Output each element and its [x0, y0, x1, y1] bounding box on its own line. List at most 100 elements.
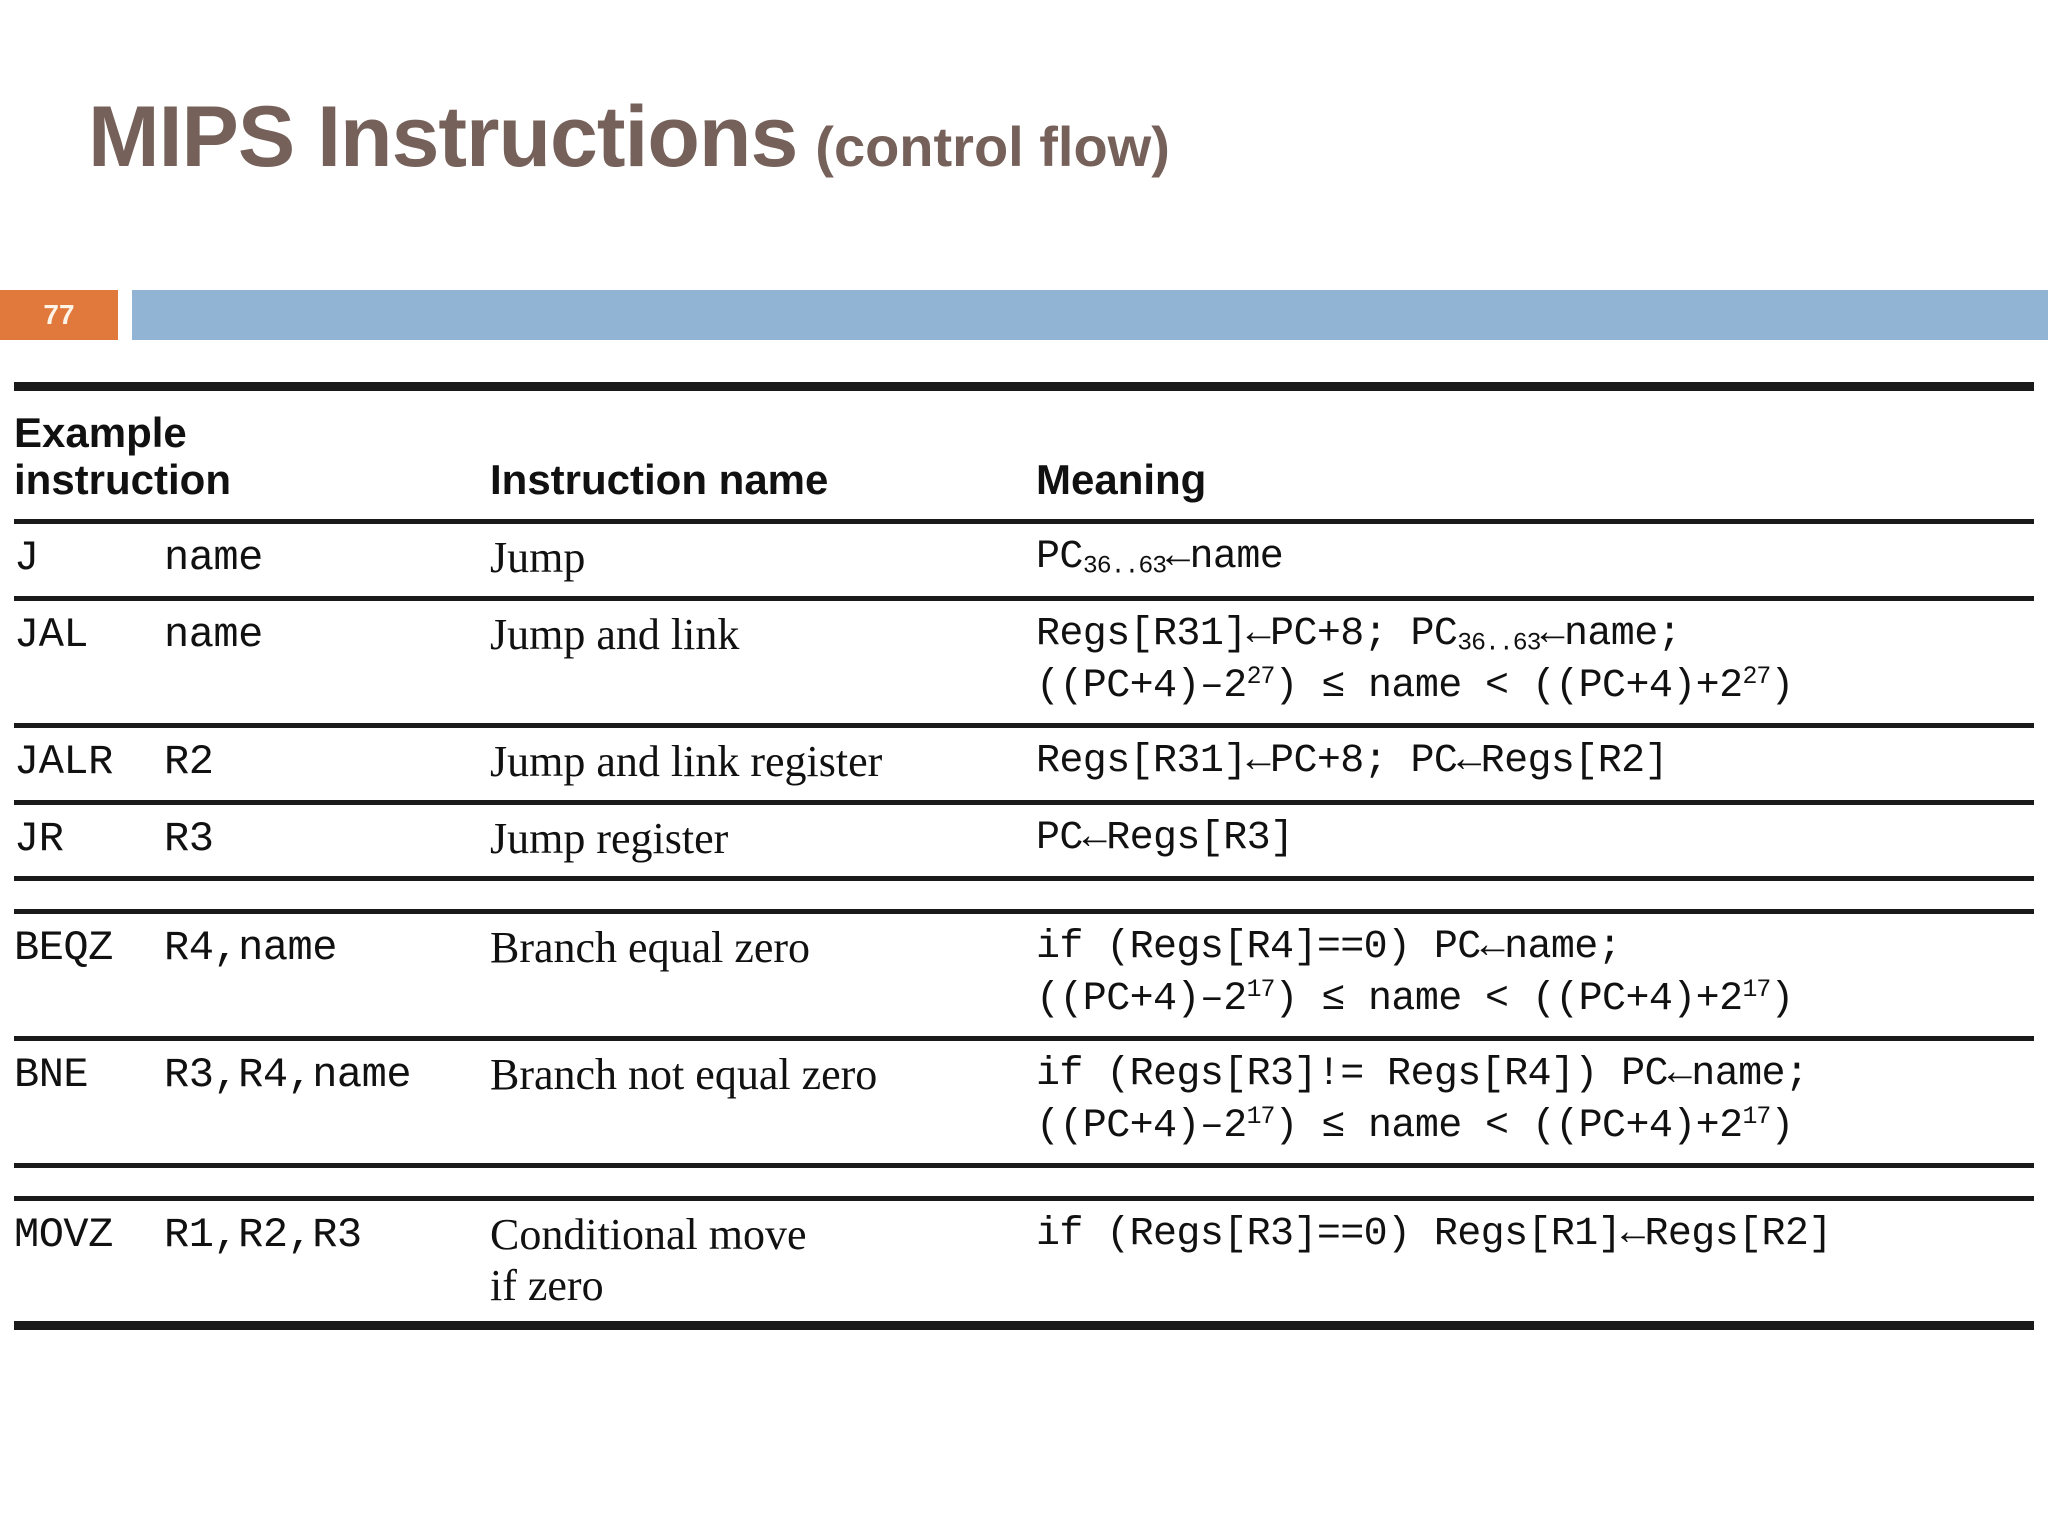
group-separator-gap	[14, 881, 2034, 909]
cell-instruction-name: Jump and link	[490, 609, 1036, 660]
column-header-spacer	[490, 409, 1036, 456]
meaning-line: if (Regs[R3]!= Regs[R4]) PC←name;	[1036, 1049, 2034, 1101]
instruction-name-line: Jump	[490, 533, 586, 583]
meaning-line: Regs[R31]←PC+8; PC36..63←name;	[1036, 609, 2034, 661]
table-top-rule	[14, 382, 2034, 391]
cell-meaning: if (Regs[R3]!= Regs[R4]) PC←name;((PC+4)…	[1036, 1049, 2034, 1153]
instruction-name-line: Conditional move	[490, 1210, 807, 1260]
instruction-mnemonic: JAL	[14, 610, 89, 659]
meaning-superscript: 17	[1246, 976, 1276, 1005]
table-row: JAL name Jump and link Regs[R31]←PC+8; PC36…	[14, 601, 2034, 723]
cell-example-instruction: JR R3	[14, 813, 490, 867]
instruction-mnemonic: BEQZ	[14, 924, 113, 973]
meaning-text: ((PC+4)–2	[1036, 977, 1247, 1023]
instruction-operands: name	[164, 610, 263, 659]
instruction-name-line: Branch equal zero	[490, 923, 811, 973]
meaning-text: if (Regs[R4]==0) PC←name;	[1036, 925, 1622, 971]
meaning-superscript: 27	[1742, 662, 1772, 691]
column-header-example-line1: Example	[14, 409, 187, 456]
instruction-mnemonic: J	[14, 534, 39, 583]
meaning-line: PC←Regs[R3]	[1036, 813, 2034, 865]
page-title-main: MIPS Instructions	[88, 89, 798, 185]
group-separator-rule-top	[14, 876, 2034, 882]
meaning-text: if (Regs[R3]!= Regs[R4]) PC←name;	[1036, 1052, 1809, 1098]
meaning-text: Regs[R31]←PC+8; PC←Regs[R2]	[1036, 738, 1669, 784]
row-separator-rule	[14, 1196, 2034, 1202]
instruction-mnemonic: JALR	[14, 737, 113, 786]
meaning-line: if (Regs[R4]==0) PC←name;	[1036, 922, 2034, 974]
meaning-text: ) ≤ name < ((PC+4)+2	[1274, 1104, 1743, 1150]
meaning-text: PC	[1036, 535, 1083, 581]
meaning-text: )	[1770, 977, 1794, 1023]
cell-example-instruction: MOVZ R1,R2,R3	[14, 1209, 490, 1263]
meaning-line: ((PC+4)–217) ≤ name < ((PC+4)+217)	[1036, 974, 2034, 1026]
meaning-line: PC36..63←name	[1036, 532, 2034, 584]
cell-instruction-name: Jump and link register	[490, 736, 1036, 787]
cell-meaning: Regs[R31]←PC+8; PC36..63←name;((PC+4)–22…	[1036, 609, 2034, 713]
meaning-superscript: 17	[1246, 1103, 1276, 1132]
meaning-line: if (Regs[R3]==0) Regs[R1]←Regs[R2]	[1036, 1209, 2034, 1261]
page-title: MIPS Instructions (control flow)	[88, 88, 1170, 187]
column-header-meaning-label: Meaning	[1036, 456, 1207, 504]
meaning-subscript: 36..63	[1082, 552, 1167, 581]
group-separator-gap	[14, 1168, 2034, 1196]
table-bottom-rule	[14, 1321, 2034, 1331]
column-header-instruction-name: Instruction name	[490, 409, 1036, 503]
row-separator-rule	[14, 722, 2034, 728]
meaning-text: ) ≤ name < ((PC+4)+2	[1274, 663, 1743, 709]
meaning-text: ←name;	[1540, 611, 1682, 657]
meaning-text: Regs[R31]←PC+8; PC	[1036, 611, 1458, 657]
instruction-name-line: Jump and link	[490, 609, 740, 659]
instruction-mnemonic: JR	[14, 814, 64, 863]
meaning-superscript: 17	[1742, 976, 1772, 1005]
cell-meaning: PC←Regs[R3]	[1036, 813, 2034, 865]
meaning-line: Regs[R31]←PC+8; PC←Regs[R2]	[1036, 736, 2034, 788]
meaning-text: PC←Regs[R3]	[1036, 815, 1294, 861]
slide-number-band: 77	[0, 290, 2048, 340]
instruction-operands: R1,R2,R3	[164, 1211, 362, 1260]
cell-instruction-name: Branch not equal zero	[490, 1049, 1036, 1100]
row-separator-rule	[14, 519, 2034, 525]
slide-number-badge: 77	[0, 290, 118, 340]
meaning-text: ←name	[1166, 535, 1284, 581]
meaning-text: ) ≤ name < ((PC+4)+2	[1274, 977, 1743, 1023]
page-title-subtitle: (control flow)	[815, 115, 1170, 178]
column-header-spacer	[1036, 409, 2034, 456]
instruction-name-line: Jump and link register	[490, 736, 883, 786]
cell-example-instruction: BEQZ R4,name	[14, 922, 490, 976]
row-separator-rule	[14, 909, 2034, 915]
instruction-mnemonic: MOVZ	[14, 1211, 113, 1260]
column-header-meaning: Meaning	[1036, 409, 2034, 503]
meaning-text: )	[1770, 1104, 1794, 1150]
instruction-name-line: Branch not equal zero	[490, 1050, 878, 1100]
meaning-superscript: 17	[1742, 1103, 1772, 1132]
table-row: BEQZ R4,name Branch equal zero if (Regs[R4]…	[14, 914, 2034, 1036]
group-separator-rule-top	[14, 1163, 2034, 1169]
meaning-line: ((PC+4)–227) ≤ name < ((PC+4)+227)	[1036, 661, 2034, 713]
cell-instruction-name: Jump register	[490, 813, 1036, 864]
instruction-operands: R3,R4,name	[164, 1051, 412, 1100]
instruction-operands: name	[164, 534, 263, 583]
meaning-subscript: 36..63	[1457, 629, 1541, 658]
cell-meaning: if (Regs[R3]==0) Regs[R1]←Regs[R2]	[1036, 1209, 2034, 1261]
instruction-operands: R4,name	[164, 924, 337, 973]
cell-meaning: if (Regs[R4]==0) PC←name;((PC+4)–217) ≤ …	[1036, 922, 2034, 1026]
meaning-text: ((PC+4)–2	[1036, 1104, 1247, 1150]
meaning-line: ((PC+4)–217) ≤ name < ((PC+4)+217)	[1036, 1101, 2034, 1153]
meaning-text: )	[1770, 663, 1794, 709]
instruction-operands: R3	[164, 814, 214, 863]
meaning-text: if (Regs[R3]==0) Regs[R1]←Regs[R2]	[1036, 1212, 1832, 1258]
cell-instruction-name: Jump	[490, 532, 1036, 583]
column-header-example-line2: instruction	[14, 456, 231, 504]
instruction-name-line: if zero	[490, 1261, 604, 1311]
